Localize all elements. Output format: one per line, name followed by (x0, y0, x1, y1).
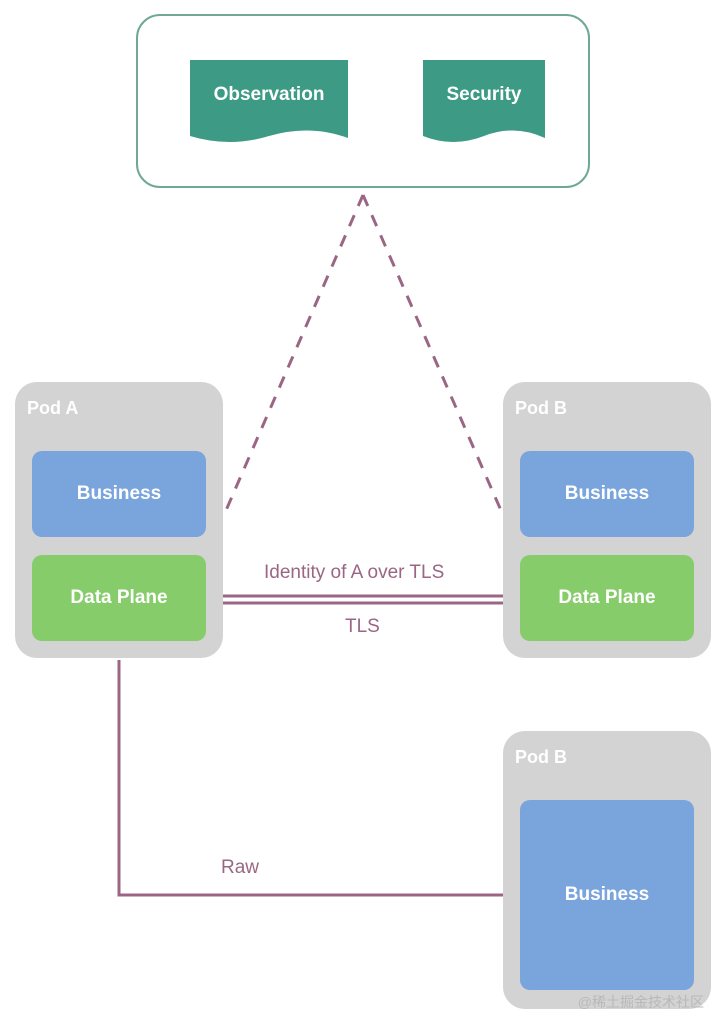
pod-a: Pod A Business Data Plane (15, 382, 223, 658)
pod-b-raw-business: Business (520, 800, 694, 990)
raw-label: Raw (221, 857, 260, 878)
security-label: Security (446, 84, 522, 105)
control-plane-box: Observation Security (136, 14, 590, 188)
pod-a-business: Business (32, 451, 206, 537)
pod-b-tls: Pod B Business Data Plane (503, 382, 711, 658)
observation-label: Observation (213, 84, 325, 105)
tls-label: TLS (345, 616, 380, 637)
pod-a-title: Pod A (27, 398, 79, 418)
pod-b-raw-title: Pod B (515, 747, 567, 767)
pod-b-tls-data-plane: Data Plane (520, 555, 694, 641)
pod-b-tls-title: Pod B (515, 398, 567, 418)
security-doc: Security (423, 60, 545, 146)
raw-line (117, 660, 505, 897)
watermark: @稀土掘金技术社区 (577, 994, 704, 1010)
identity-label: Identity of A over TLS (264, 562, 445, 583)
control-link-pod-a (222, 194, 365, 516)
pod-b-tls-business: Business (520, 451, 694, 537)
observation-doc: Observation (190, 60, 348, 146)
control-link-pod-b (361, 194, 505, 516)
pod-a-data-plane: Data Plane (32, 555, 206, 641)
pod-b-raw: Pod B Business (503, 731, 711, 1009)
